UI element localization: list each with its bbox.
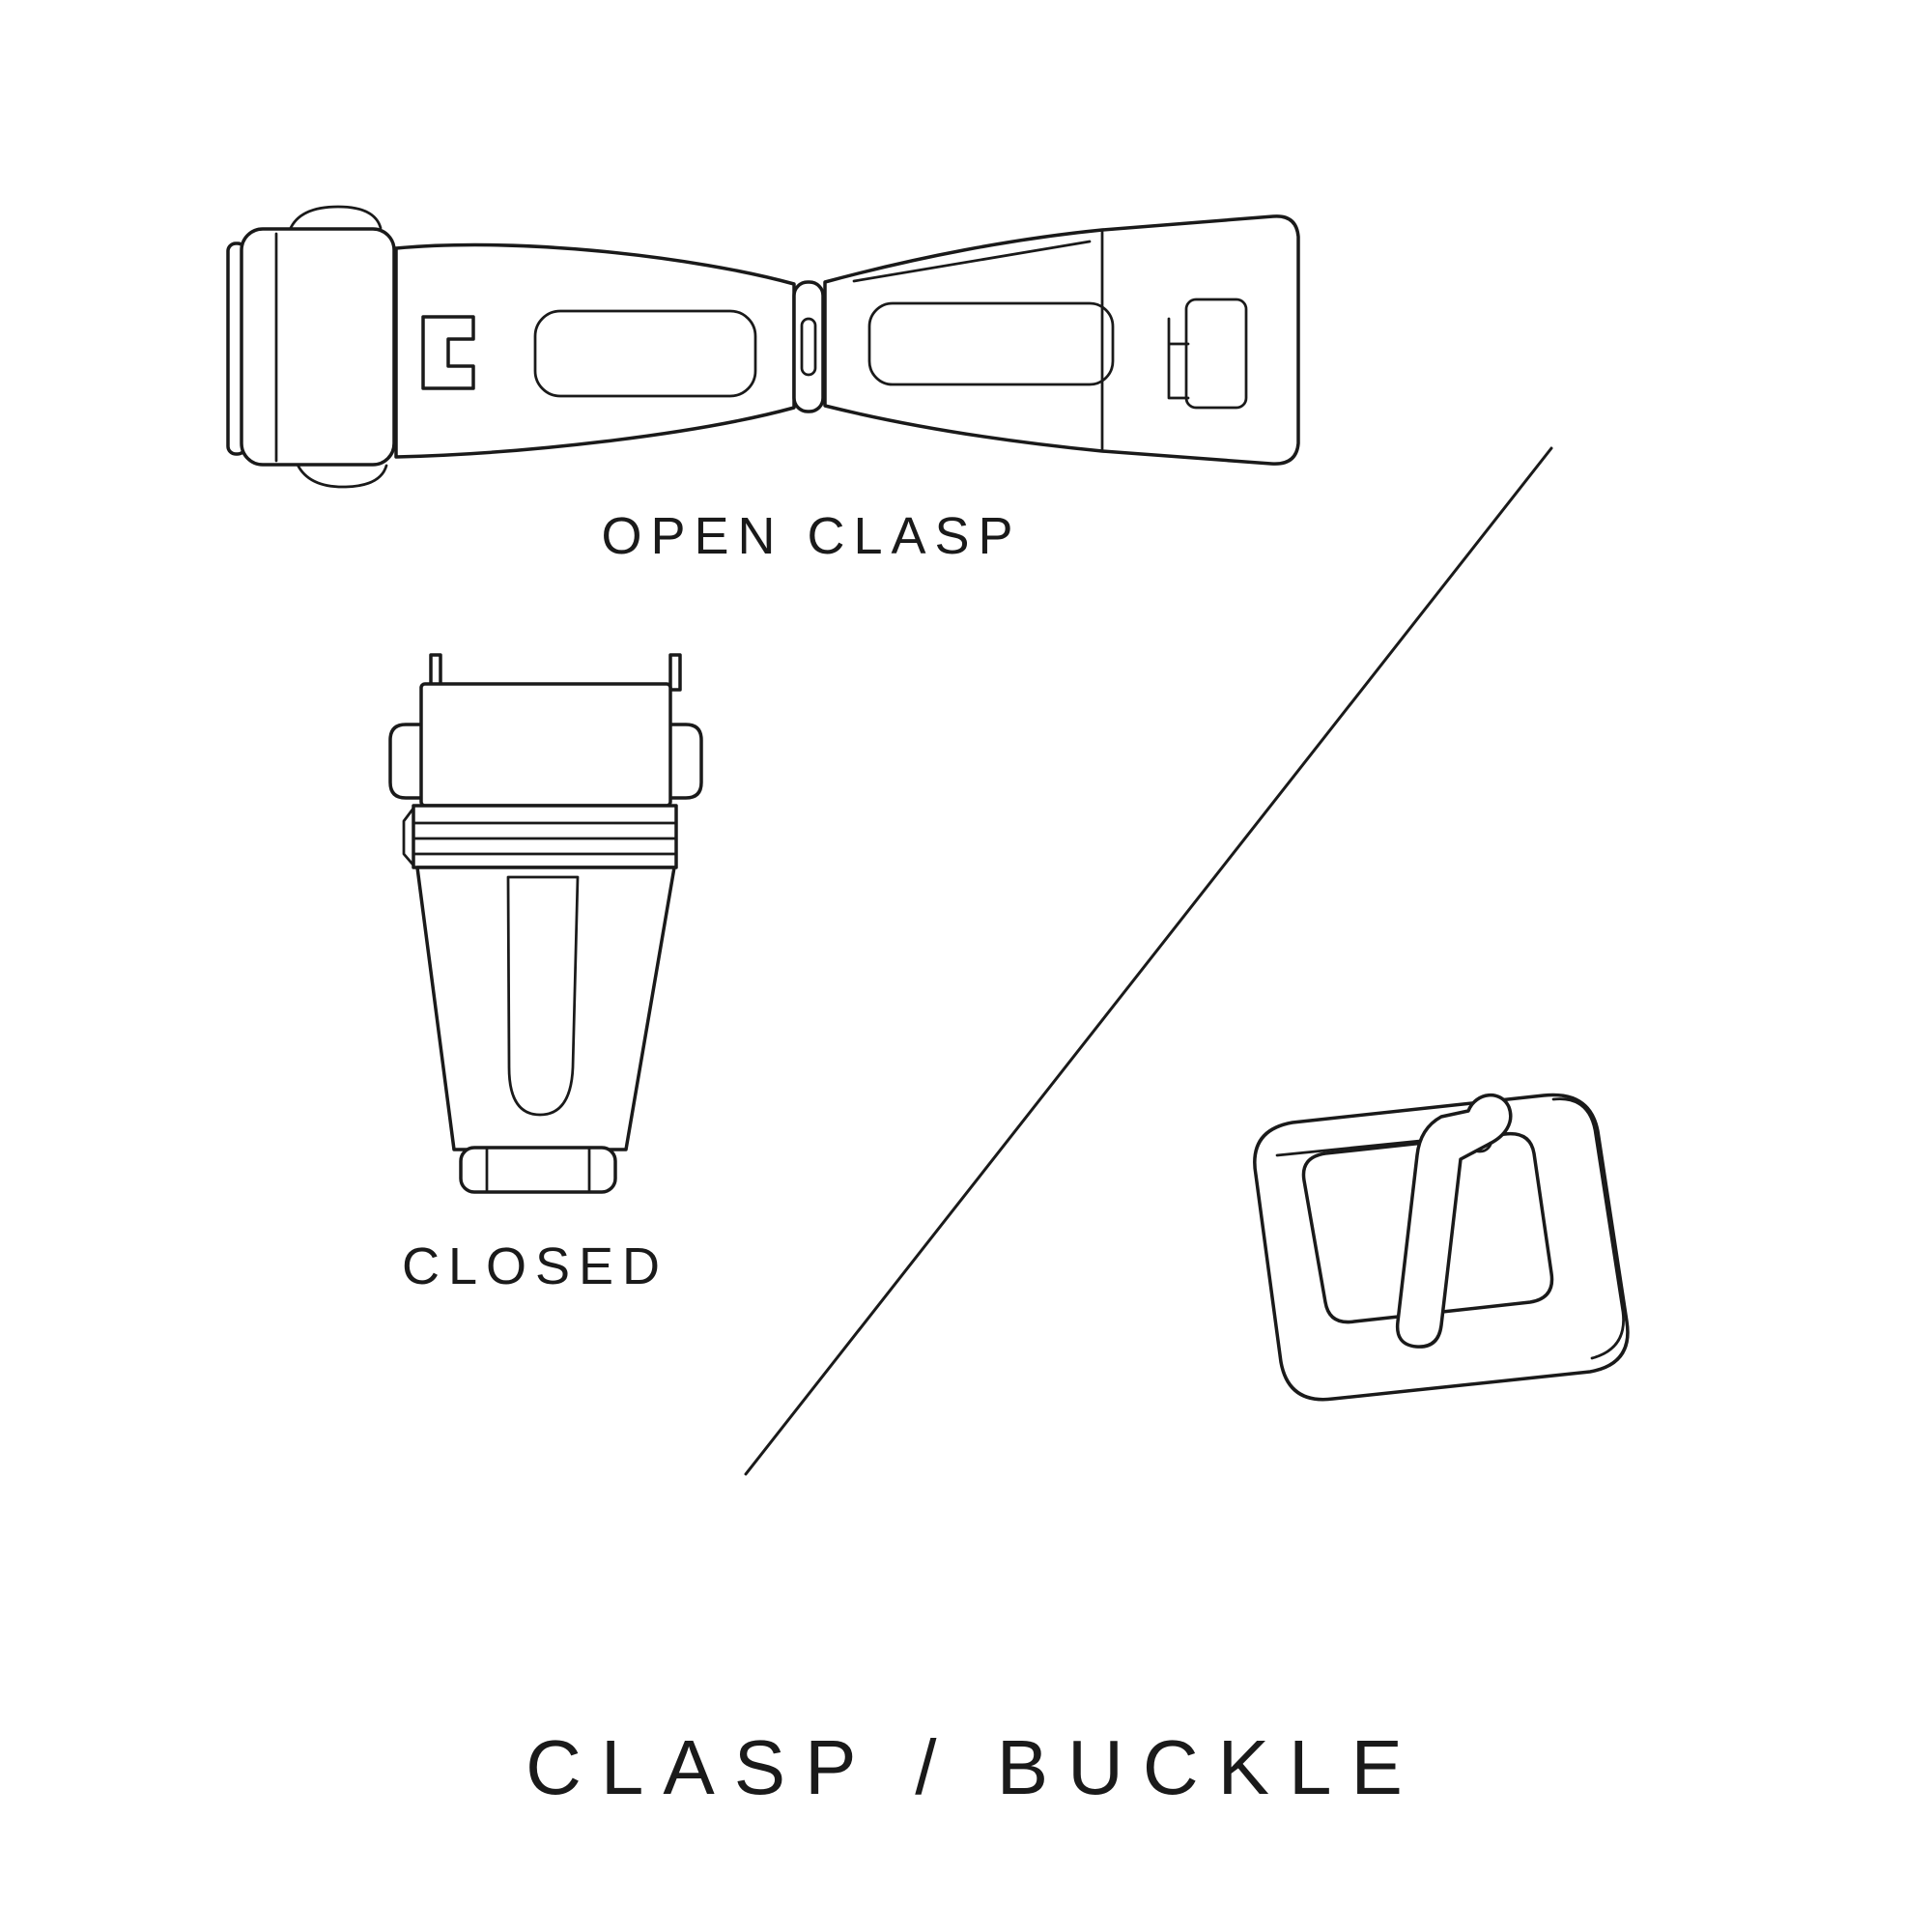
closed-ear-right	[665, 723, 703, 800]
closed-prong-right	[668, 653, 682, 692]
clasp-roll-body	[240, 227, 396, 467]
open-clasp-label: OPEN CLASP	[601, 507, 1022, 565]
page-title: CLASP / BUCKLE	[526, 1724, 1422, 1810]
closed-top-block	[419, 682, 672, 808]
buckle-right-contour	[1551, 1097, 1625, 1360]
clasp-right-flange-line	[852, 240, 1092, 283]
closed-body	[415, 866, 676, 1151]
clasp-roll-bottom-bump	[296, 463, 388, 489]
clasp-right-latch	[1167, 317, 1190, 400]
clasp-hinge-pin	[800, 317, 817, 377]
buckle-tongue	[1395, 1093, 1513, 1349]
clasp-right-cutout	[1184, 298, 1248, 410]
closed-foot	[459, 1146, 617, 1194]
buckle-illustration	[1253, 1093, 1630, 1402]
closed-label: CLOSED	[401, 1237, 669, 1295]
clasp-right-window	[867, 301, 1115, 386]
open-clasp-illustration	[226, 205, 1300, 489]
clasp-left-window	[533, 309, 757, 398]
closed-slot	[506, 875, 580, 1117]
closed-ear-left	[388, 723, 427, 800]
diagonal-divider	[744, 446, 1553, 1476]
clasp-roll-top-bump	[288, 205, 383, 232]
clasp-left-hook	[421, 315, 475, 390]
closed-band-bevel	[402, 804, 417, 869]
clasp-left-blade	[394, 242, 796, 459]
closed-clasp-illustration	[388, 653, 703, 1194]
closed-band	[412, 804, 678, 869]
clasp-right-blade	[823, 214, 1300, 466]
clasp-hinge	[792, 280, 825, 413]
